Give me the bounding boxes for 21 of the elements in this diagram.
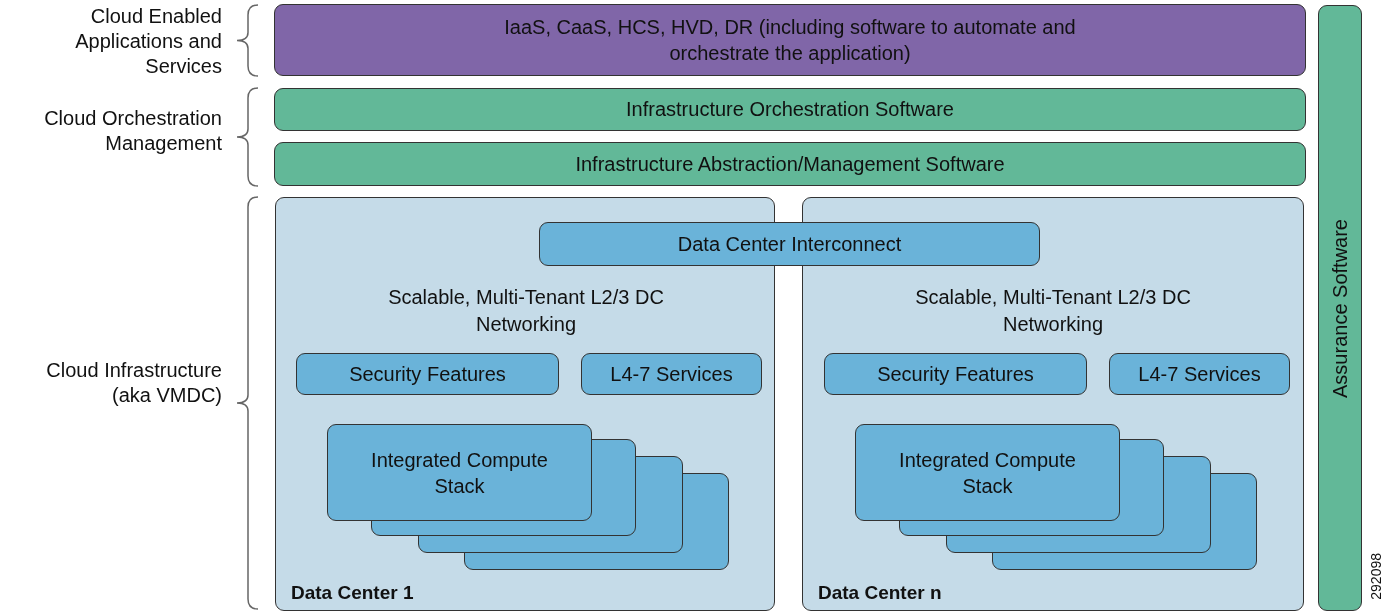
card-label: Integrated Compute Stack bbox=[898, 447, 1077, 499]
layer-band: Infrastructure Orchestration Software bbox=[274, 88, 1306, 131]
layer-label: Cloud Enabled Applications and Services bbox=[74, 4, 222, 79]
panel-title: Data Center n bbox=[818, 582, 942, 604]
component-box: Data Center Interconnect bbox=[539, 222, 1040, 266]
card-stack-drawing bbox=[327, 424, 729, 570]
card-stack-drawing bbox=[855, 424, 1257, 570]
networking-text: Scalable, Multi-Tenant L2/3 DC Networking bbox=[914, 285, 1192, 337]
layer-label: Cloud Infrastructure (aka VMDC) bbox=[45, 358, 222, 408]
card-label: Integrated Compute Stack bbox=[370, 447, 549, 499]
layer-label: Cloud Orchestration Management bbox=[43, 106, 222, 156]
panel-title: Data Center 1 bbox=[291, 582, 414, 604]
layer-band: Infrastructure Abstraction/Management Software bbox=[274, 142, 1306, 186]
networking-text: Scalable, Multi-Tenant L2/3 DC Networking bbox=[387, 285, 665, 337]
vertical-band: Assurance Software bbox=[1318, 5, 1362, 611]
component-box: Security Features bbox=[296, 353, 559, 395]
layer-band: IaaS, CaaS, HCS, HVD, DR (including software to automate and orchestrate the application) bbox=[274, 4, 1306, 76]
component-box: Security Features bbox=[824, 353, 1087, 395]
component-box: L4-7 Services bbox=[581, 353, 762, 395]
component-box: L4-7 Services bbox=[1109, 353, 1290, 395]
figure-number: 292098 bbox=[1368, 553, 1384, 600]
